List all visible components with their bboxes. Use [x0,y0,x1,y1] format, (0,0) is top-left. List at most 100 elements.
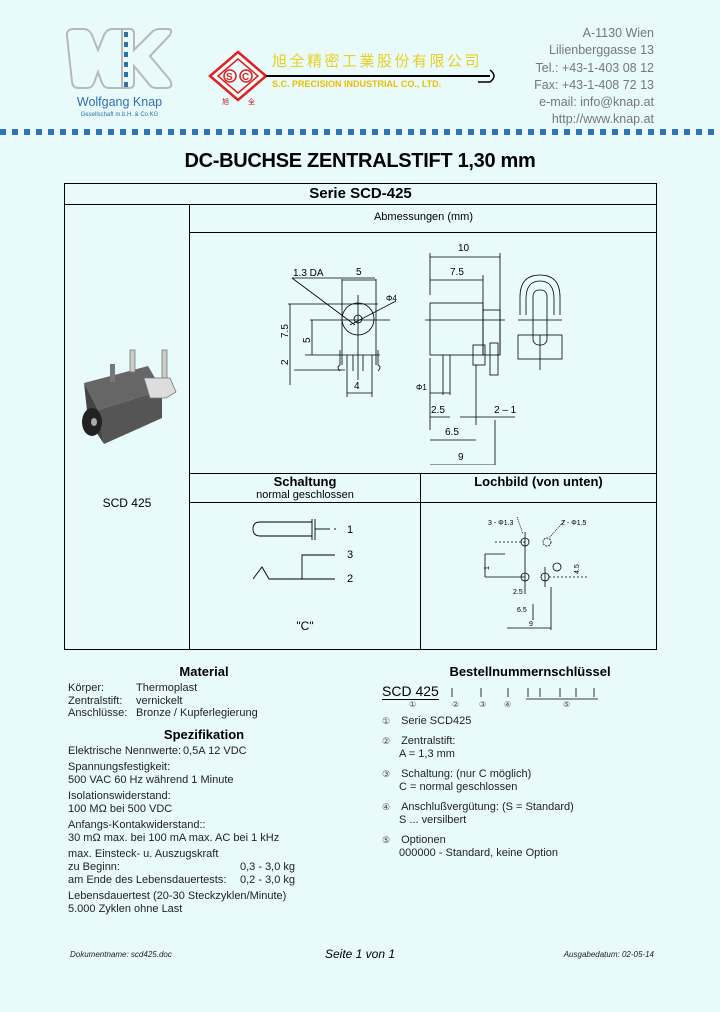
spec-row: am Ende des Lebensdauertests: 0,2 - 3,0 … [68,874,295,887]
svg-text:C: C [242,72,249,83]
table-row: Anschlüsse: Bronze / Kupferlegierung [68,707,258,720]
email-link[interactable]: e-mail: info@knap.at [539,95,654,110]
dimensions-header: Abmessungen (mm) [373,211,474,223]
material-label: Zentralstift: [68,694,123,707]
address-line: Lilienberggasse 13 [549,43,654,58]
svg-text:S: S [226,72,233,83]
material-value: vernickelt [136,694,183,707]
svg-text:2.5: 2.5 [431,405,445,416]
order-position-5: ⑤ [563,700,571,709]
sc-chinese-name: 旭全精密工業股份有限公司 [272,52,483,70]
item-text: Schaltung: (nur C möglich) [401,768,532,780]
spec-label: Lebensdauertest (20-30 Steckzyklen/Minut… [68,890,287,902]
footer-page-number: Seite 1 von 1 [324,947,396,961]
divider [189,204,190,650]
circuit-schematic-icon [252,519,336,580]
spec-label: zu Beginn: [68,861,120,873]
order-key-item: ① Serie SCD425 [382,715,574,728]
wk-company-subtitle: Gesellschaft m.b.H. & Co.KG [80,112,159,118]
item-number: ⑤ [382,835,391,845]
divider [189,232,657,233]
spec-label: Elektrische Nennwerte: [68,745,182,757]
item-number: ① [382,716,391,726]
product-label: SCD 425 [102,496,152,510]
page-title: DC-BUCHSE ZENTRALSTIFT 1,30 mm [184,150,536,172]
item-detail: 000000 - Standard, keine Option [399,847,559,859]
spec-value: 5.000 Zyklen ohne Last [68,903,183,915]
svg-text:10: 10 [458,243,470,254]
footer-document-name: Dokumentname: scd425.doc [70,950,172,959]
dimensions-drawing: 1.3 DA 5 Φ4 7.5 5 2 4 10 7.5 Φ1 2.5 2 – … [250,235,590,466]
pin-3-label: 3 [347,549,354,561]
item-text: Serie SCD425 [401,715,472,727]
svg-text:Φ1: Φ1 [416,383,427,392]
spec-value: 0,2 - 3,0 kg [240,874,296,886]
svg-text:5: 5 [356,267,362,278]
order-key-header: Bestellnummernschlüssel [449,664,611,679]
order-key-item: ② Zentralstift: A = 1,3 mm [382,735,574,761]
phone: Tel.: +43-1-403 08 12 [535,60,655,75]
order-key-item: ③ Schaltung: (nur C möglich) C = normal … [382,768,574,794]
svg-text:4.5: 4.5 [574,564,581,574]
item-text: Zentralstift: [401,735,456,747]
circuit-type-label: "C" [296,619,314,633]
hole-pattern-drawing: 3 - Φ1.3 2 - Φ1.5 1 4.5 2.5 6.5 9 [475,512,615,632]
item-number: ④ [382,802,391,812]
circuit-diagram [250,515,370,590]
spec-header: Spezifikation [163,727,245,742]
address-line: A-1130 Wien [582,26,654,40]
order-key-item: ④ Anschlußvergütung: (S = Standard) S ..… [382,801,574,827]
svg-text:2 - Φ1.5: 2 - Φ1.5 [561,520,587,527]
spec-value: 0,5A 12 VDC [183,745,247,757]
material-label: Anschlüsse: [68,707,128,719]
svg-text:9: 9 [458,452,464,463]
svg-text:旭: 旭 [222,97,229,106]
item-detail: A = 1,3 mm [399,748,455,760]
material-label: Körper: [68,682,105,694]
circuit-header: Schaltung [273,474,337,489]
item-detail: S ... versilbert [399,814,467,826]
svg-text:7.5: 7.5 [450,267,464,278]
divider [420,473,421,650]
material-value: Thermoplast [136,682,198,694]
svg-text:全: 全 [248,97,255,106]
table-row: Zentralstift: vernickelt [68,695,258,708]
code-slot-icon [451,688,598,700]
series-header: Serie SCD-425 [309,185,412,202]
svg-text:1.3 DA: 1.3 DA [293,268,324,279]
spec-value: 500 VAC 60 Hz während 1 Minute [68,774,234,786]
svg-text:Φ4: Φ4 [386,294,397,303]
divider [189,502,657,503]
pin-1-label: 1 [347,524,354,536]
sc-logo-icon: S C 旭 全 [208,50,495,106]
item-number: ③ [382,769,391,779]
item-number: ② [382,736,391,746]
dimension-drawing-icon: 1.3 DA 5 Φ4 7.5 5 2 4 10 7.5 Φ1 2.5 2 – … [280,243,563,466]
svg-text:2 – 1: 2 – 1 [494,405,517,416]
sc-english-name: S.C. PRECISION INDUSTRIAL CO., LTD. [272,79,442,89]
spec-label: Spannungsfestigkeit: [68,761,171,773]
item-text: Optionen [401,834,446,846]
svg-text:1: 1 [484,566,491,570]
product-photo [78,348,178,448]
website-link[interactable]: http://www.knap.at [551,112,654,127]
hole-pattern-header: Lochbild (von unten) [474,474,603,489]
item-text: Anschlußvergütung: (S = Standard) [401,801,574,813]
footer-issue-date: Ausgabedatum: 02-05-14 [563,950,654,959]
order-key-item: ⑤ Optionen 000000 - Standard, keine Opti… [382,834,574,860]
spec-value: 30 mΩ max. bei 100 mA max. AC bei 1 kHz [68,832,280,844]
svg-text:3 - Φ1.3: 3 - Φ1.3 [488,520,514,527]
material-header: Material [179,664,229,679]
circuit-subheader: normal geschlossen [256,489,354,501]
divider [189,473,657,474]
wk-logo [62,26,177,92]
order-position-4: ④ [504,700,512,709]
order-code: SCD 425 [382,683,439,700]
spec-block: Elektrische Nennwerte: 0,5A 12 VDC Spann… [68,745,295,916]
order-position-2: ② [452,700,460,709]
order-key-list: ① Serie SCD425 ② Zentralstift: A = 1,3 m… [382,715,574,860]
spec-label: am Ende des Lebensdauertests: [68,874,227,886]
wk-logo-icon [65,28,173,89]
dc-jack-photo-icon [82,349,177,444]
item-detail: C = normal geschlossen [399,781,518,793]
